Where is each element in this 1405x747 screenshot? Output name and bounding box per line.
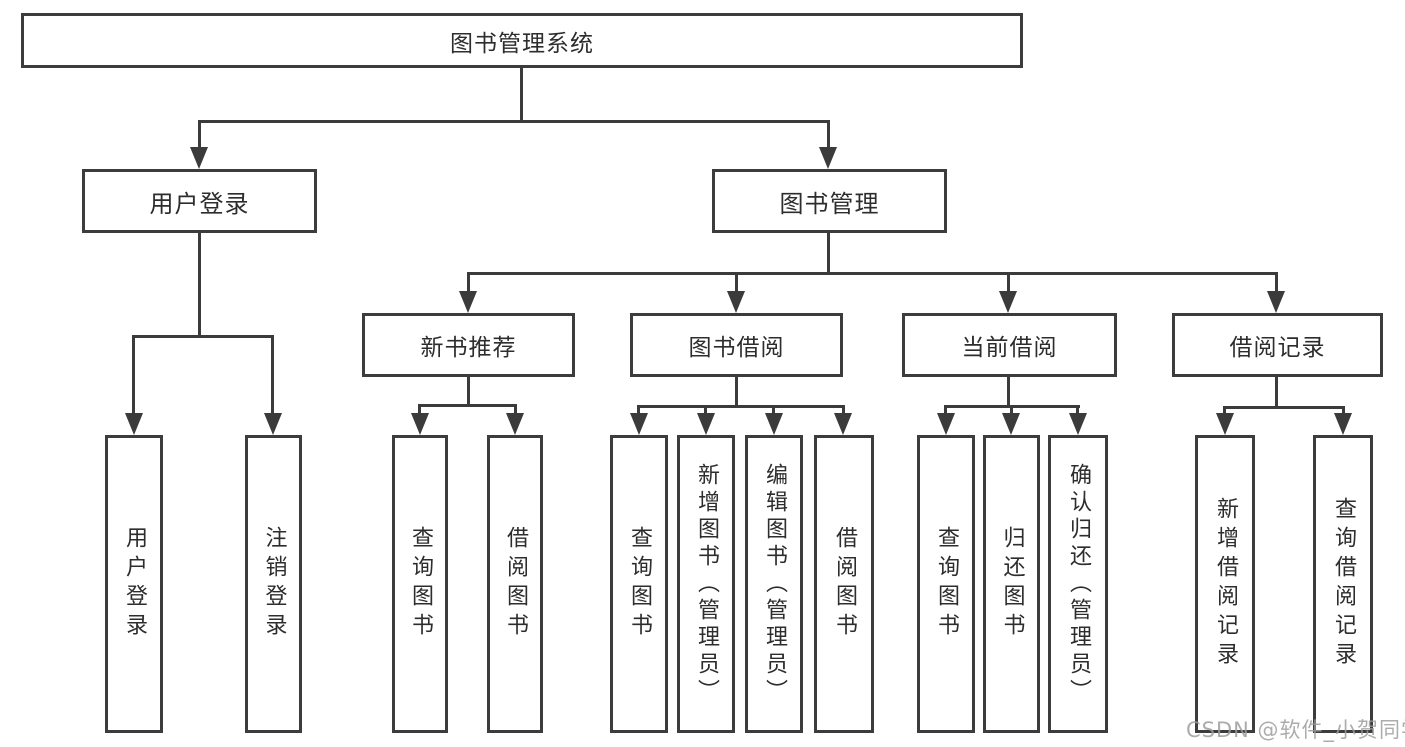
leaf-confirm-return-admin-label: 确认归还（管理员）	[1066, 462, 1091, 706]
connector-line	[198, 120, 830, 123]
arrow-down-icon	[630, 413, 648, 435]
arrow-down-icon	[819, 147, 837, 169]
connector-line	[735, 272, 738, 294]
leaf-newbook-query-books: 查询图书	[392, 435, 448, 733]
connector-line	[418, 404, 517, 407]
connector-line	[944, 405, 947, 415]
connector-line	[637, 405, 845, 408]
connector-line	[827, 120, 830, 152]
node-library-system: 图书管理系统	[21, 13, 1023, 68]
arrow-down-icon	[411, 413, 429, 435]
leaf-add-books-admin-label: 新增图书（管理员）	[694, 462, 719, 706]
connector-line	[704, 405, 707, 415]
leaf-query-borrow-record: 查询借阅记录	[1313, 435, 1373, 733]
arrow-down-icon	[459, 291, 477, 313]
connector-line	[1007, 272, 1010, 294]
arrow-down-icon	[834, 413, 852, 435]
connector-line	[198, 120, 201, 152]
connector-line	[198, 233, 201, 335]
leaf-add-borrow-record: 新增借阅记录	[1195, 435, 1255, 733]
arrow-down-icon	[697, 413, 715, 435]
node-current-borrow: 当前借阅	[902, 313, 1117, 377]
leaf-current-query-books-label: 查询图书	[934, 526, 959, 642]
connector-line	[1275, 272, 1278, 294]
node-new-book-recommend-label: 新书推荐	[420, 335, 517, 361]
arrow-down-icon	[1267, 291, 1285, 313]
connector-line	[1010, 405, 1013, 415]
connector-line	[1007, 377, 1010, 405]
connector-line	[1342, 406, 1345, 415]
leaf-user-login-label: 用户登录	[122, 526, 147, 642]
node-library-system-label: 图书管理系统	[450, 30, 594, 57]
leaf-borrow-query-books-label: 查询图书	[627, 526, 652, 642]
connector-line	[514, 404, 517, 416]
leaf-borrow-books: 借阅图书	[814, 435, 874, 733]
connector-line	[467, 272, 1278, 275]
node-book-borrow: 图书借阅	[630, 313, 843, 377]
node-user-login: 用户登录	[82, 169, 317, 233]
leaf-add-books-admin: 新增图书（管理员）	[677, 435, 735, 733]
arrow-down-icon	[264, 413, 282, 435]
connector-line	[842, 405, 845, 415]
node-borrow-records: 借阅记录	[1172, 313, 1383, 377]
connector-line	[637, 405, 640, 415]
leaf-borrow-query-books: 查询图书	[610, 435, 668, 733]
arrow-down-icon	[1216, 413, 1234, 435]
node-new-book-recommend: 新书推荐	[362, 313, 575, 377]
arrow-down-icon	[999, 291, 1017, 313]
arrow-down-icon	[125, 413, 143, 435]
connector-line	[467, 272, 470, 294]
node-user-login-label: 用户登录	[149, 189, 250, 218]
connector-line	[1223, 406, 1345, 409]
leaf-query-borrow-record-label: 查询借阅记录	[1331, 497, 1356, 671]
leaf-add-borrow-record-label: 新增借阅记录	[1213, 497, 1238, 671]
connector-line	[1275, 377, 1278, 406]
connector-line	[418, 404, 421, 416]
connector-line	[1223, 406, 1226, 415]
leaf-logout-label: 注销登录	[261, 526, 287, 642]
csdn-watermark: CSDN @软件_小贺同学	[1186, 718, 1405, 742]
leaf-newbook-query-books-label: 查询图书	[408, 526, 433, 642]
node-book-management-label: 图书管理	[779, 189, 880, 218]
connector-line	[271, 335, 274, 415]
leaf-return-books: 归还图书	[983, 435, 1040, 733]
arrow-down-icon	[937, 413, 955, 435]
connector-line	[132, 335, 135, 415]
connector-line	[735, 377, 738, 405]
arrow-down-icon	[1334, 413, 1352, 435]
leaf-return-books-label: 归还图书	[999, 526, 1025, 642]
connector-line	[1076, 405, 1079, 415]
node-borrow-records-label: 借阅记录	[1229, 335, 1326, 361]
leaf-newbook-borrow-books-label: 借阅图书	[503, 526, 528, 642]
arrow-down-icon	[190, 147, 208, 169]
leaf-edit-books-admin-label: 编辑图书（管理员）	[762, 462, 787, 706]
node-book-management: 图书管理	[712, 169, 947, 233]
connector-line	[520, 68, 523, 120]
leaf-borrow-books-label: 借阅图书	[832, 526, 857, 642]
arrow-down-icon	[765, 413, 783, 435]
arrow-down-icon	[1002, 413, 1020, 435]
connector-line	[827, 233, 830, 272]
arrow-down-icon	[1069, 413, 1087, 435]
connector-line	[132, 335, 274, 338]
leaf-edit-books-admin: 编辑图书（管理员）	[745, 435, 803, 733]
arrow-down-icon	[506, 413, 524, 435]
node-book-borrow-label: 图书借阅	[688, 335, 785, 361]
leaf-confirm-return-admin: 确认归还（管理员）	[1048, 435, 1108, 733]
node-current-borrow-label: 当前借阅	[961, 335, 1058, 361]
leaf-newbook-borrow-books: 借阅图书	[487, 435, 543, 733]
connector-line	[772, 405, 775, 415]
arrow-down-icon	[727, 291, 745, 313]
leaf-user-login: 用户登录	[105, 435, 163, 733]
leaf-logout: 注销登录	[245, 435, 302, 733]
connector-line	[467, 377, 470, 404]
leaf-current-query-books: 查询图书	[917, 435, 975, 733]
